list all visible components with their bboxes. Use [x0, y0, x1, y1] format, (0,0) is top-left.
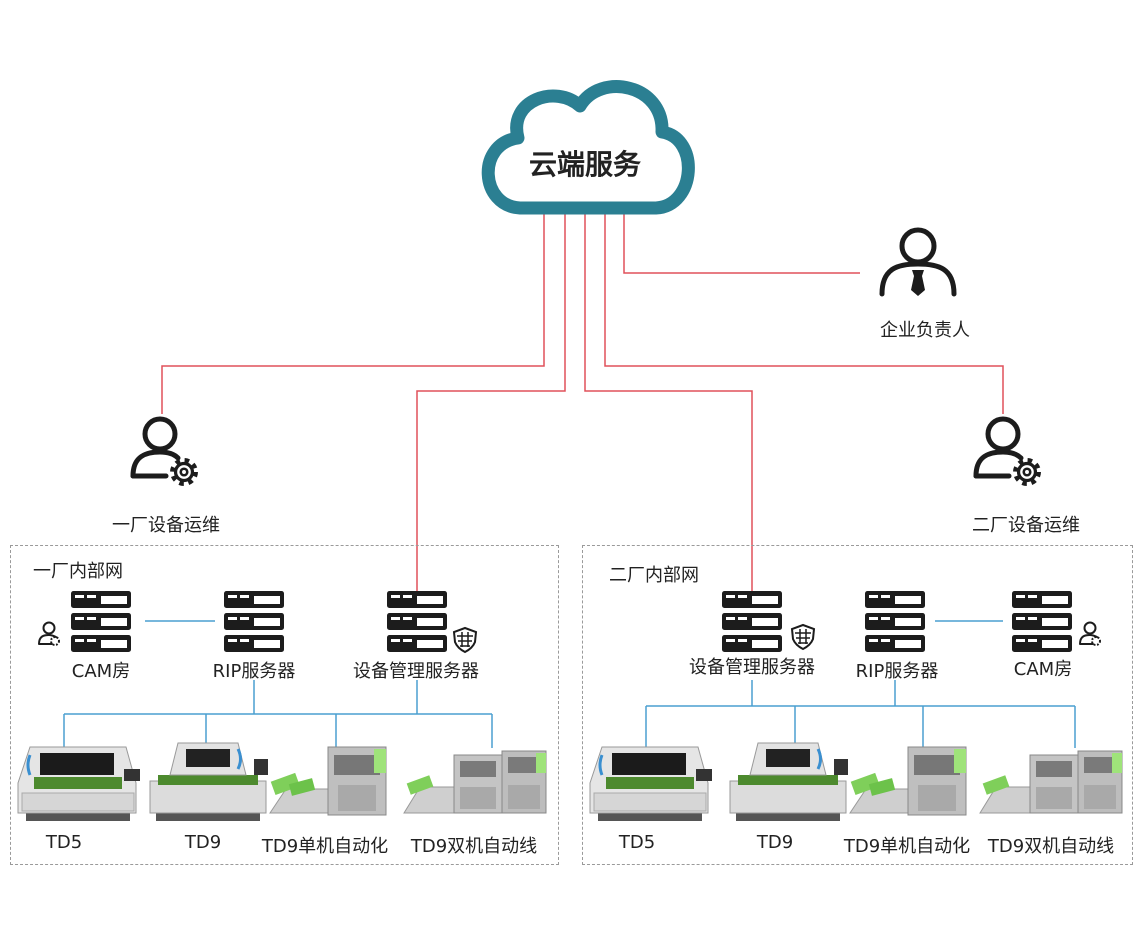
plant2-device-server-label: 设备管理服务器	[689, 657, 815, 678]
plant2-network-zone	[582, 545, 1133, 865]
plant1-cam-label: CAM房	[71, 661, 131, 682]
plant2-network-title: 二厂内部网	[609, 565, 699, 586]
plant2-machine-td9-dual-label: TD9双机自动线	[987, 836, 1115, 857]
plant2-machine-td5-label: TD5	[618, 832, 656, 853]
plant2-machine-td9-single-label: TD9单机自动化	[843, 836, 971, 857]
plant1-machine-td9-label: TD9	[184, 832, 222, 853]
lan-links-plant1	[63, 620, 493, 748]
leader-label: 企业负责人	[880, 320, 970, 341]
lan-links-plant2	[645, 620, 1076, 748]
plant2-rip-label: RIP服务器	[855, 661, 939, 682]
plant1-ops-label: 一厂设备运维	[112, 515, 220, 536]
maintenance-user-icon-plant2	[976, 419, 1039, 484]
link-cloud-plant2-device-server	[584, 214, 753, 592]
plant1-machine-td9-single-label: TD9单机自动化	[261, 836, 389, 857]
plant1-machine-td5-label: TD5	[45, 832, 83, 853]
plant2-ops-label: 二厂设备运维	[972, 515, 1080, 536]
maintenance-user-icon-plant1	[133, 419, 196, 484]
plant2-machine-td9-label: TD9	[756, 832, 794, 853]
plant1-machine-td9-dual-label: TD9双机自动线	[410, 836, 538, 857]
plant1-device-server-label: 设备管理服务器	[353, 661, 479, 682]
link-cloud-leader	[623, 214, 860, 274]
plant2-cam-label: CAM房	[1013, 659, 1073, 680]
plant1-network-zone	[10, 545, 559, 865]
link-cloud-plant1-device-server	[416, 214, 566, 592]
plant1-rip-label: RIP服务器	[212, 661, 296, 682]
manager-icon	[879, 227, 957, 297]
cloud-icon	[481, 80, 695, 215]
cloud-links	[161, 214, 1004, 592]
cloud-title: 云端服务	[528, 148, 642, 181]
link-cloud-plant2-ops	[604, 214, 1004, 414]
plant1-network-title: 一厂内部网	[33, 561, 123, 582]
link-cloud-plant1-ops	[161, 214, 545, 414]
